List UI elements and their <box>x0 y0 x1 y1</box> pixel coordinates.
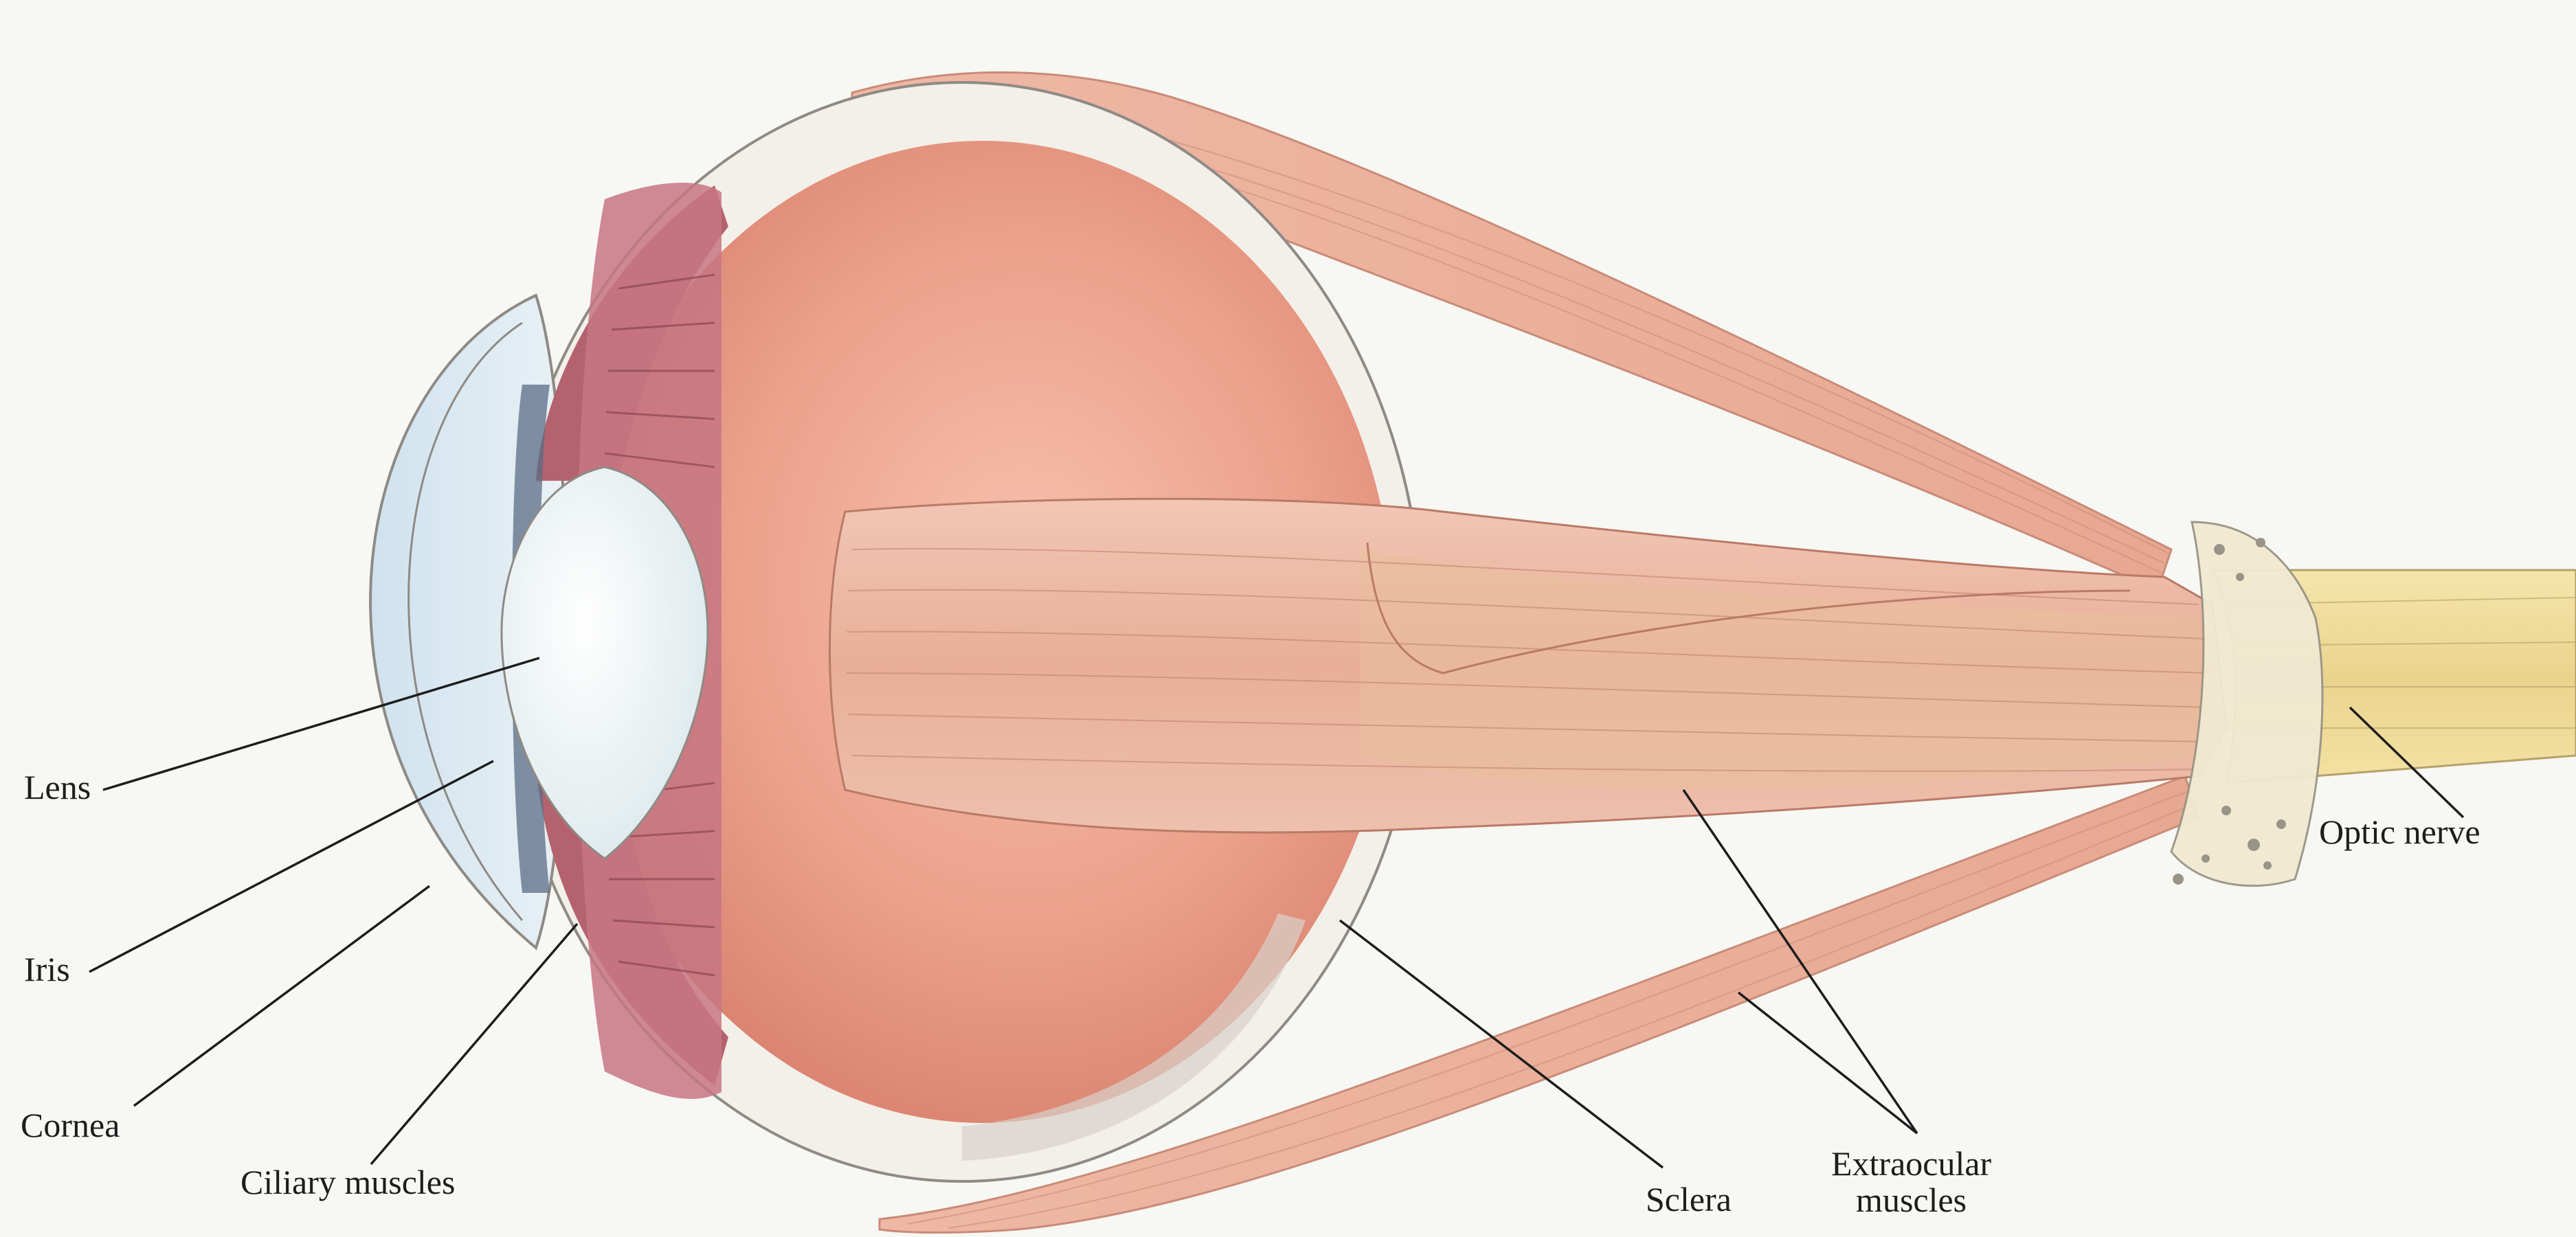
leader-line-ciliary <box>371 924 577 1164</box>
label-ciliary-muscles: Ciliary muscles <box>240 1164 455 1201</box>
label-extraocular-line2: muscles <box>1831 1182 1991 1218</box>
label-optic-nerve: Optic nerve <box>2319 814 2480 850</box>
label-cornea: Cornea <box>21 1107 120 1144</box>
leader-line-cornea <box>134 886 429 1106</box>
label-iris: Iris <box>24 951 70 988</box>
leader-line-iris <box>89 761 493 972</box>
leader-line-extraocular-2 <box>1738 992 1917 1133</box>
label-lens: Lens <box>24 769 91 806</box>
central-extraocular-muscle <box>830 499 2227 832</box>
label-sclera: Sclera <box>1646 1181 1732 1218</box>
label-extraocular-line1: Extraocular <box>1831 1146 1991 1182</box>
label-extraocular-muscles: Extraocular muscles <box>1831 1146 1991 1218</box>
